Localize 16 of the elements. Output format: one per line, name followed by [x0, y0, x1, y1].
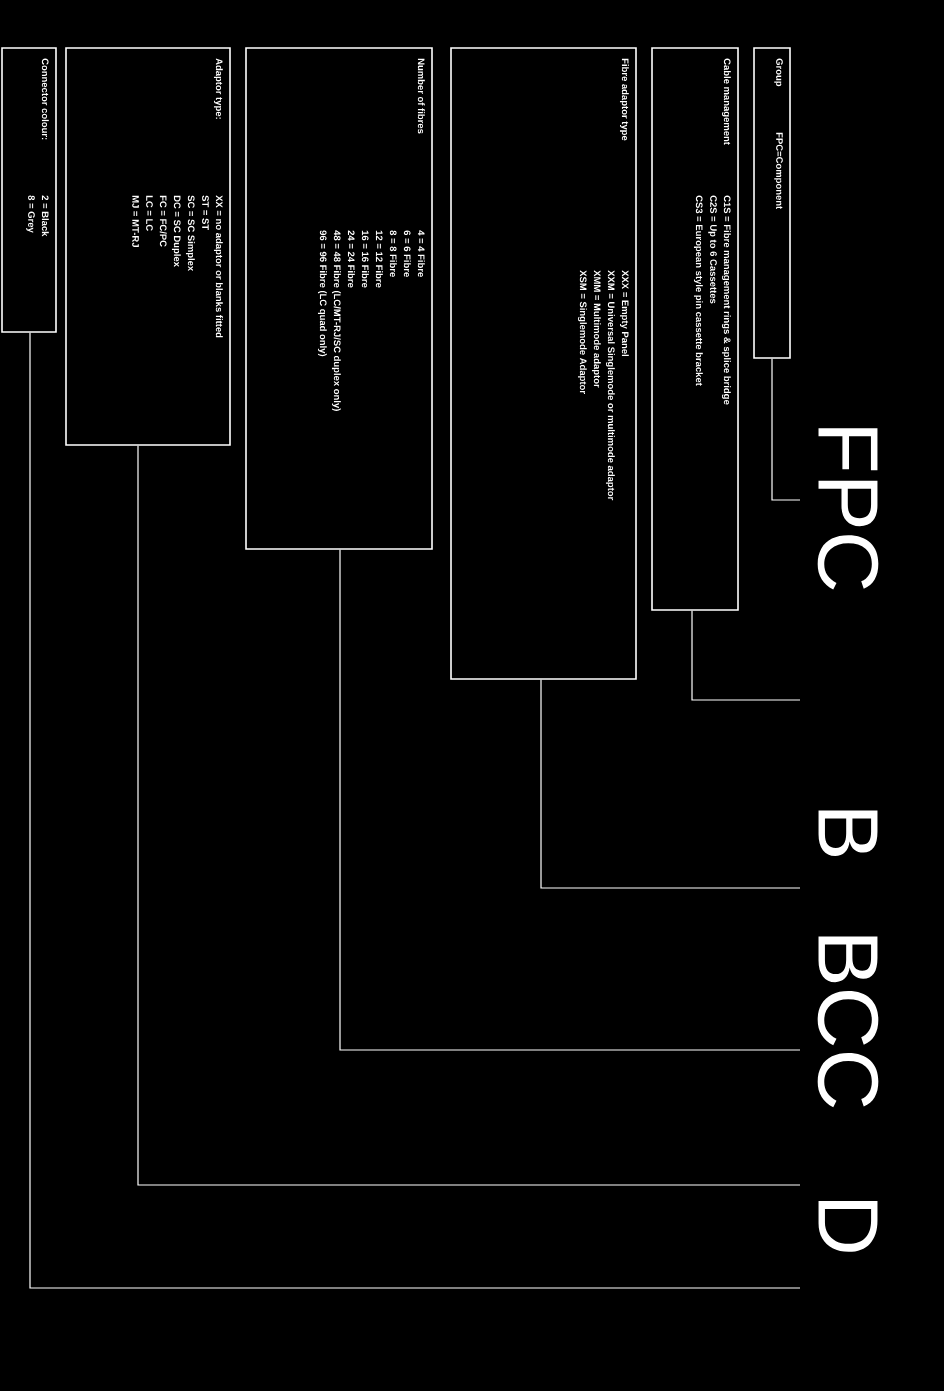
leader-line [339, 549, 801, 1051]
code-letters: FPC [817, 428, 879, 590]
leader-line [137, 445, 801, 1186]
leader-line [691, 610, 801, 701]
code-box: Cable management C1S = Fibre management rings & splice bridge C2S = Up to 6 Cassettes CS3 = European style pin cassette bracket [651, 47, 739, 611]
code-box: Number of fibres 4 = 4 Fibre 6 = 6 Fibre 8 = 8 Fibre 12 = 12 Fibre 16 = 16 Fibre 24 = 24 Fibre 48 = 48 Fibre (LC/MT-RJ/SC duplex only) 96 = 96 Fibre (LC quad only) [245, 47, 433, 550]
code-box: Fibre adaptor type XXX = Empty Panel XXM = Universal Singlemode or multimode adaptor XMM = Multimode adaptor XSM = Singlemode Adaptor [450, 47, 637, 680]
code-box: Adaptor type: XX = no adaptor or blanks fitted ST = ST SC = SC Simplex DC = SC Duplex FC = FC/PC LC = LC MJ = MT-RJ [65, 47, 231, 446]
code-box: Group FPC=Component [753, 47, 791, 359]
code-box: Connector colour: 2 = Black 8 = Grey [1, 47, 57, 333]
leader-line [540, 679, 801, 889]
code-letters: D [818, 1201, 878, 1252]
code-letters: B [818, 810, 878, 857]
leader-line [29, 332, 801, 1289]
code-letters: BCC [817, 936, 879, 1108]
leader-line [771, 358, 801, 501]
